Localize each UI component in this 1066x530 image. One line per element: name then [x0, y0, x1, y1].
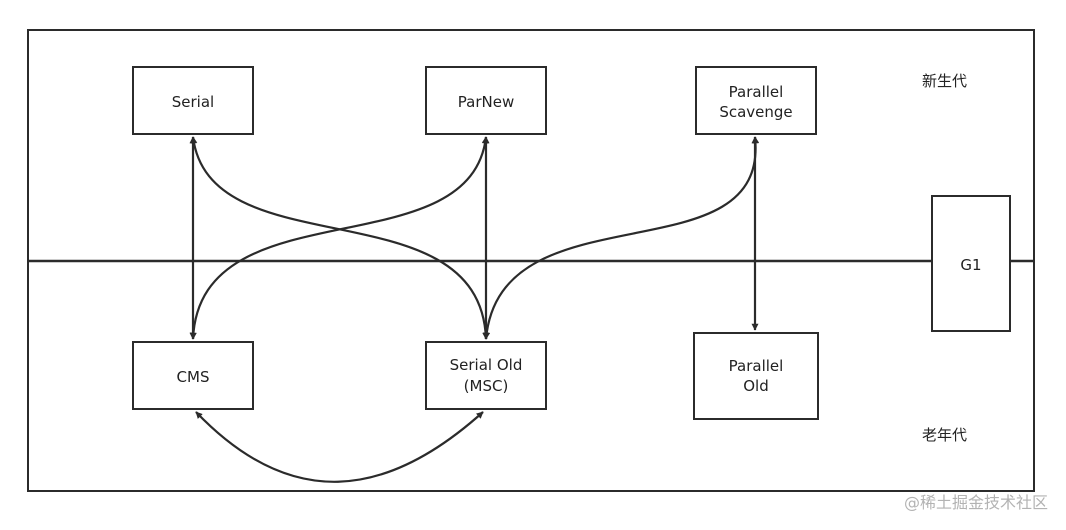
edge-serial-serialold	[190, 136, 490, 340]
node-parallel-scavenge-label-line1: Parallel	[729, 83, 784, 101]
node-g1: G1	[931, 195, 1011, 332]
node-serial-old-label-line2: (MSC)	[464, 377, 509, 395]
young-generation-label: 新生代	[922, 72, 967, 90]
node-cms-label: CMS	[177, 368, 210, 386]
node-parallel-scavenge: Parallel Scavenge	[695, 66, 817, 135]
node-serial-label: Serial	[172, 93, 214, 111]
node-g1-label: G1	[960, 256, 981, 274]
edge-parallelscavenge-serialold	[483, 136, 760, 340]
node-serial-old-label-line1: Serial Old	[450, 356, 523, 374]
node-parallel-old-label-line1: Parallel	[729, 357, 784, 375]
edge-cms-serialold	[195, 411, 484, 483]
node-parnew-label: ParNew	[458, 93, 514, 111]
watermark: @稀土掘金技术社区	[904, 493, 1048, 512]
node-serial: Serial	[132, 66, 254, 135]
edge-parnew-cms	[189, 136, 489, 340]
node-parnew: ParNew	[425, 66, 547, 135]
node-serial-old: Serial Old (MSC)	[425, 341, 547, 410]
node-parallel-old: Parallel Old	[693, 332, 819, 420]
node-parallel-old-label-line2: Old	[743, 377, 769, 395]
node-parallel-scavenge-label-line2: Scavenge	[719, 103, 792, 121]
old-generation-label: 老年代	[922, 426, 967, 444]
node-cms: CMS	[132, 341, 254, 410]
